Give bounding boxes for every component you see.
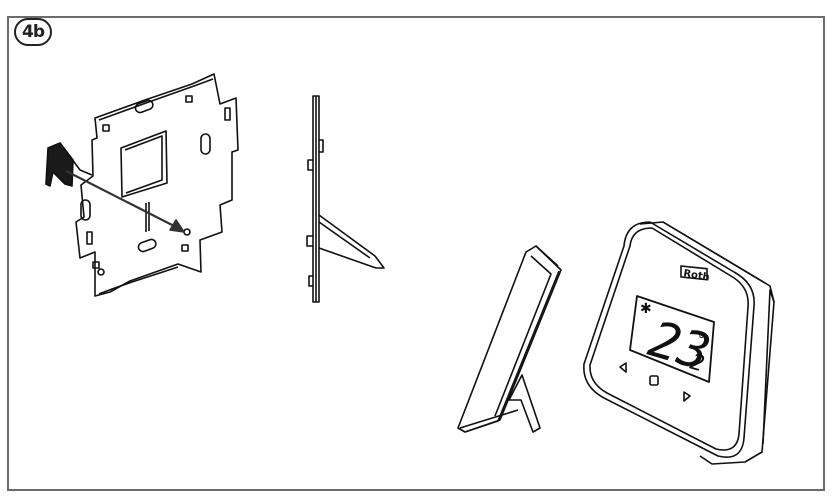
right-arrow-button-icon — [680, 389, 694, 403]
snowflake-icon: ✱ — [640, 301, 652, 317]
lcd-temperature-integer: 23 — [643, 310, 717, 382]
lcd-temperature-decimal: 2 — [687, 350, 707, 378]
step-label: 4b — [14, 18, 52, 46]
brand-logo: Roth — [682, 268, 710, 283]
plate-side-view — [306, 95, 385, 303]
menu-button-icon — [647, 373, 661, 387]
mounting-plate — [45, 73, 239, 297]
direction-arrow — [65, 170, 185, 233]
thermostat-front — [583, 221, 775, 465]
figure-frame — [7, 16, 825, 491]
thermostat-side-view — [457, 245, 562, 433]
degree-symbol: ° — [698, 332, 705, 348]
left-arrow-button-icon — [616, 360, 630, 374]
